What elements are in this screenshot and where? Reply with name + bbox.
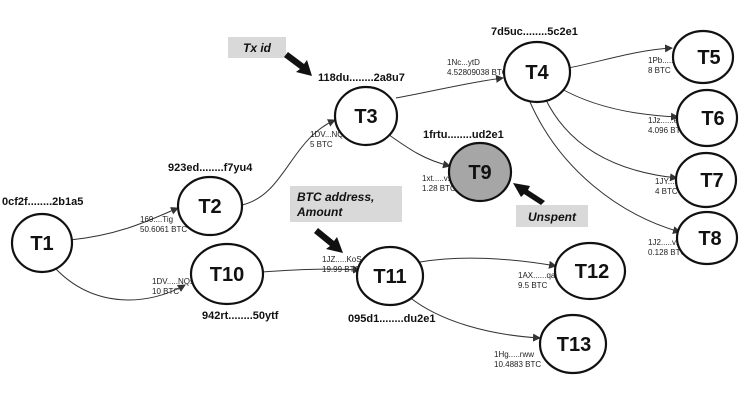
edge-address-t11-t13: 1Hg.....rww <box>494 350 534 359</box>
node-t3[interactable]: T3 <box>333 85 399 147</box>
node-circle <box>189 242 265 306</box>
txid-t11: 095d1........du2e1 <box>348 313 435 325</box>
callout-arrow-icon <box>314 228 343 253</box>
edge-amount-t4-t5: 8 BTC <box>648 66 671 75</box>
edge-amount-t3-t4: 4.52809038 BTC <box>447 68 508 77</box>
node-label: T3 <box>354 106 377 128</box>
edge-address-t4-t5: 1Pb.....4yK <box>648 56 688 65</box>
node-circle <box>333 85 399 147</box>
edge-t10-t11 <box>261 265 361 274</box>
node-circle <box>553 241 627 301</box>
txid-t2: 923ed........f7yu4 <box>168 162 253 174</box>
edge-t11-t13 <box>407 295 541 342</box>
callout-text: Tx id <box>243 41 272 55</box>
edge-amount-t3-t9: 5 BTC <box>310 140 333 149</box>
edge-t3-t4 <box>395 74 504 99</box>
callout-arrow-icon <box>513 183 545 205</box>
edges <box>54 44 681 342</box>
node-t6[interactable]: T6 <box>675 88 739 148</box>
edge-t3-t9 <box>384 131 451 169</box>
node-circle <box>675 88 739 148</box>
node-label: T7 <box>700 170 723 192</box>
callout-arrow-icon <box>284 52 312 76</box>
node-t7[interactable]: T7 <box>674 151 738 209</box>
edge-address-t1-t10: 1DV.....NQs <box>152 277 194 286</box>
edge-t4-t8 <box>529 101 681 234</box>
callout-text-line1: BTC address, <box>297 190 374 204</box>
node-circle <box>502 40 572 104</box>
node-label: T8 <box>698 228 721 250</box>
tx-ids: 0cf2f........2b1a5 923ed........f7yu4 11… <box>2 26 578 325</box>
txid-t9: 1frtu........ud2e1 <box>423 129 504 141</box>
edge-t2-t3 <box>241 119 336 206</box>
txid-t4: 7d5uc........5c2e1 <box>491 26 578 38</box>
callout-tx-id: Tx id <box>228 37 312 76</box>
node-t5[interactable]: T5 <box>671 29 735 85</box>
node-label: T4 <box>525 62 549 84</box>
edge-amount-t4-t8: 0.128 BTC <box>648 248 686 257</box>
edge-address-t3-t9: 1DV...NQs <box>310 130 348 139</box>
edge-amount-t1-t10: 10 BTC <box>152 287 179 296</box>
node-t12[interactable]: T12 <box>553 241 627 301</box>
node-label: T12 <box>575 261 609 283</box>
node-t1[interactable]: T1 <box>10 212 74 274</box>
node-t13[interactable]: T13 <box>538 313 608 375</box>
edge-amount-t11-t13: 10.4883 BTC <box>494 360 541 369</box>
edge-amount-t1-t2: 50.6061 BTC <box>140 225 187 234</box>
node-label: T10 <box>210 264 244 286</box>
edge-amount-t9-out: 1.28 BTC <box>422 184 456 193</box>
node-circle <box>671 29 735 85</box>
node-t11[interactable]: T11 <box>355 245 425 307</box>
node-label: T1 <box>30 233 53 255</box>
txid-t1: 0cf2f........2b1a5 <box>2 196 83 208</box>
edge-amount-t10-t11: 19.99 BTC <box>322 265 360 274</box>
edge-t4-t5 <box>567 44 673 69</box>
edge-t1-t10 <box>54 267 186 301</box>
node-circle <box>10 212 74 274</box>
node-circle <box>674 151 738 209</box>
node-t10[interactable]: T10 <box>189 242 265 306</box>
edge-address-t10-t11: 1JZ.....KoS <box>322 255 362 264</box>
edge-t11-t12 <box>419 257 557 269</box>
callout-text-line2: Amount <box>296 205 343 219</box>
node-t2[interactable]: T2 <box>176 175 244 237</box>
edge-address-t4-t8: 1J2.....vsn <box>648 238 684 247</box>
node-circle <box>176 175 244 237</box>
node-label: T5 <box>697 47 720 69</box>
edge-address-t4-t6: 1Jz......egG <box>648 116 689 125</box>
edge-t4-t7 <box>544 97 678 182</box>
node-circle <box>538 313 608 375</box>
edge-address-t1-t2: 169....Tig <box>140 215 173 224</box>
node-circle-unspent <box>447 141 513 203</box>
nodes: T1 T2 T3 T4 T5 T6 T7 T8 <box>10 29 739 375</box>
edge-amount-t4-t7: 4 BTC <box>655 187 678 196</box>
callout-box <box>516 205 588 227</box>
txid-t10: 942rt........50ytf <box>202 310 279 322</box>
node-t8[interactable]: T8 <box>675 210 739 266</box>
node-circle <box>355 245 425 307</box>
node-label: T6 <box>701 108 724 130</box>
node-label: T11 <box>373 266 406 288</box>
edge-address-t11-t12: 1AX......qa2 <box>518 271 560 280</box>
node-label: T13 <box>557 334 591 356</box>
callout-box <box>228 37 286 58</box>
edge-address-t3-t4: 1Nc...ytD <box>447 58 480 67</box>
callout-text: Unspent <box>528 210 577 224</box>
edge-address-t9-out: 1xt.....vsn <box>422 174 456 183</box>
txid-t3: 118du........2a8u7 <box>318 72 405 84</box>
node-t4[interactable]: T4 <box>502 40 572 104</box>
node-circle <box>675 210 739 266</box>
edge-t4-t6 <box>559 87 679 121</box>
node-label: T2 <box>198 196 221 218</box>
edge-labels: 169....Tig 50.6061 BTC 1Nc...ytD 4.52809… <box>140 56 697 369</box>
callout-unspent: Unspent <box>513 183 588 227</box>
node-t9[interactable]: T9 <box>447 141 513 203</box>
edge-amount-t4-t6: 4.096 BTC <box>648 126 686 135</box>
node-label: T9 <box>468 162 491 184</box>
callout-address-amount: BTC address, Amount <box>290 186 402 253</box>
edge-amount-t11-t12: 9.5 BTC <box>518 281 548 290</box>
callout-box <box>290 186 402 222</box>
edge-t1-t2 <box>69 207 179 241</box>
